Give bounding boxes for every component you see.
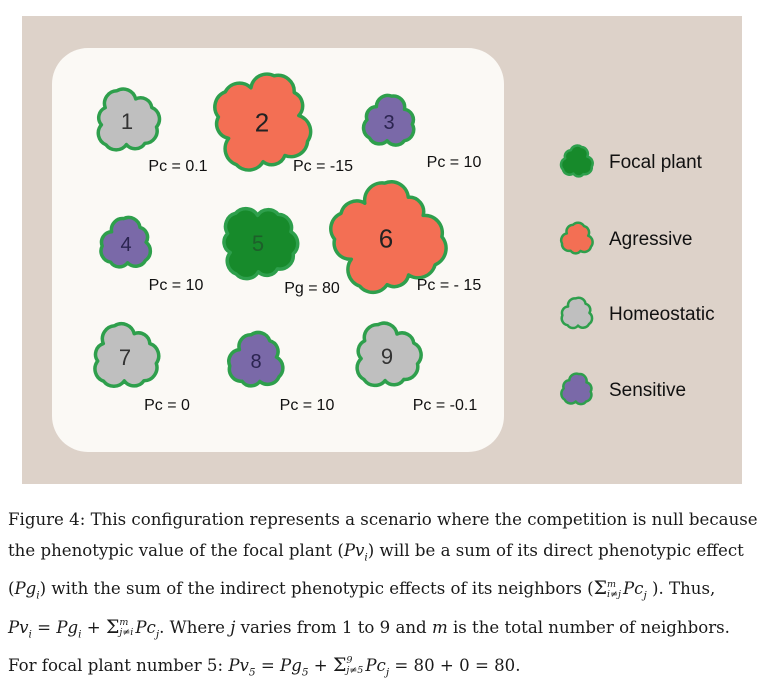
legend-focal-label: Focal plant: [609, 152, 703, 173]
caption-line-3: (Pgi) with the sum of the indirect pheno…: [8, 577, 716, 602]
legend-focal-icon: [559, 144, 594, 178]
plant-7-shape: [93, 322, 161, 388]
plant-1-effect-label: Pc = 0.1: [148, 158, 207, 175]
plant-2-shape: [213, 72, 313, 172]
plant-3-number: 3: [383, 112, 394, 134]
plants-layer: 1 Pc = 0.1 2 Pc = -15 3 Pc = 10 4 Pc = 10 5 Pg = …: [93, 72, 482, 414]
plant-3: 3 Pc = 10: [361, 93, 482, 171]
plant-8-effect-label: Pc = 10: [280, 397, 335, 414]
plant-7-number: 7: [119, 345, 131, 370]
plant-9-number: 9: [381, 344, 393, 369]
plant-5: 5 Pg = 80: [222, 206, 340, 297]
plant-7: 7 Pc = 0: [93, 322, 190, 414]
figure-caption: Figure 4: This configuration represents …: [8, 504, 768, 688]
legend-aggressive-icon: [560, 221, 594, 255]
plant-8-number: 8: [250, 351, 261, 373]
plant-8: 8 Pc = 10: [227, 330, 335, 414]
plant-2: 2 Pc = -15: [213, 72, 353, 175]
plant-1-shape: [96, 87, 162, 152]
plant-6-number: 6: [379, 223, 393, 253]
plant-5-number: 5: [252, 231, 264, 256]
plant-3-effect-label: Pc = 10: [427, 154, 482, 171]
plant-5-effect-label: Pg = 80: [284, 280, 340, 297]
legend-sensitive-icon: [560, 372, 593, 406]
plant-9: 9 Pc = -0.1: [355, 321, 478, 414]
plant-1: 1 Pc = 0.1: [96, 87, 208, 175]
plant-4: 4 Pc = 10: [99, 215, 204, 294]
plant-6-effect-label: Pc = - 15: [417, 277, 482, 294]
plant-5-shape: [222, 206, 300, 281]
plant-2-number: 2: [255, 107, 269, 137]
plant-9-effect-label: Pc = -0.1: [413, 397, 478, 414]
plant-2-effect-label: Pc = -15: [293, 158, 353, 175]
plant-7-effect-label: Pc = 0: [144, 397, 190, 414]
plant-6-shape: [329, 180, 448, 295]
legend-item-sensitive: Sensitive: [560, 372, 686, 406]
caption-line-1: Figure 4: This configuration represents …: [8, 510, 758, 529]
plant-9-shape: [355, 321, 423, 388]
caption-line-2: the phenotypic value of the focal plant …: [8, 541, 744, 564]
legend-homeostatic-label: Homeostatic: [609, 304, 715, 325]
legend-sensitive-label: Sensitive: [609, 380, 686, 401]
legend-aggressive-label: Agressive: [609, 229, 692, 250]
legend-homeostatic-icon: [560, 296, 594, 330]
plant-4-number: 4: [120, 234, 131, 256]
plant-8-shape: [227, 330, 285, 388]
plant-4-shape: [99, 215, 153, 269]
legend-item-focal: Focal plant: [559, 144, 703, 178]
legend-item-aggressive: Agressive: [560, 221, 692, 255]
plant-6: 6 Pc = - 15: [329, 180, 482, 295]
plant-configuration-figure: 1 Pc = 0.1 2 Pc = -15 3 Pc = 10 4 Pc = 10 5 Pg = …: [22, 16, 742, 484]
plant-4-effect-label: Pc = 10: [149, 277, 204, 294]
plant-3-shape: [361, 93, 416, 147]
legend-item-homeostatic: Homeostatic: [560, 296, 715, 330]
plant-1-number: 1: [121, 109, 133, 134]
